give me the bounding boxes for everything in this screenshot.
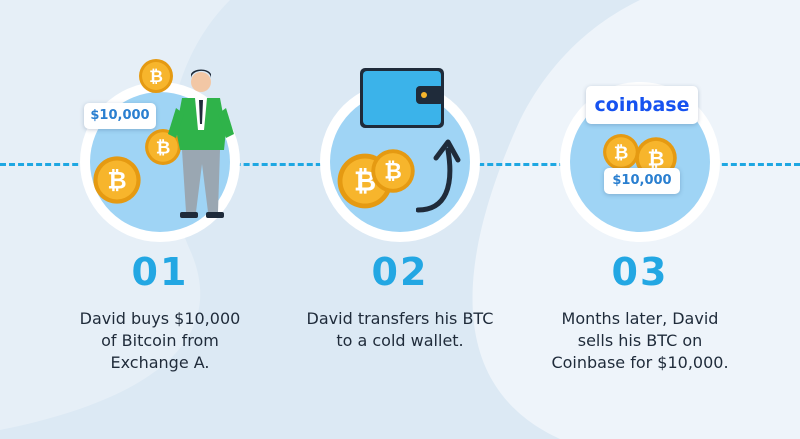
step-1: ₿ ₿ ₿ $10,000 01 David buys $10,000 of B…: [40, 0, 280, 439]
svg-text:₿: ₿: [384, 160, 402, 185]
price-tag: $10,000: [84, 103, 156, 129]
svg-text:₿: ₿: [149, 67, 163, 87]
svg-text:₿: ₿: [107, 166, 126, 194]
svg-text:₿: ₿: [648, 146, 665, 170]
bitcoin-coin-icon: ₿: [603, 134, 639, 170]
bitcoin-coin-icon: ₿: [145, 129, 181, 165]
wallet-icon: [360, 68, 444, 128]
bitcoin-coin-icon: ₿: [93, 156, 141, 204]
step-number: 02: [371, 250, 429, 294]
curved-arrow-icon: [416, 139, 461, 213]
svg-text:₿: ₿: [156, 137, 171, 158]
step-description: David buys $10,000 of Bitcoin from Excha…: [79, 309, 241, 372]
step-description: Months later, David sells his BTC on Coi…: [551, 309, 729, 372]
svg-text:₿: ₿: [614, 142, 629, 163]
step-number: 03: [611, 250, 669, 294]
step-3: coinbase ₿ ₿ $10,000 03 Months later, Da…: [520, 0, 760, 439]
step-number: 01: [131, 250, 189, 294]
step-description: David transfers his BTC to a cold wallet…: [306, 309, 494, 350]
price-tag: $10,000: [604, 168, 680, 194]
step-2: ₿ ₿ 02 David transfers his BTC to a cold…: [280, 0, 520, 439]
bitcoin-coin-icon: ₿: [139, 59, 173, 93]
coinbase-logo: coinbase: [586, 86, 698, 124]
bitcoin-coin-icon: ₿: [371, 149, 415, 193]
svg-text:₿: ₿: [354, 167, 376, 198]
person-icon: [168, 69, 234, 218]
